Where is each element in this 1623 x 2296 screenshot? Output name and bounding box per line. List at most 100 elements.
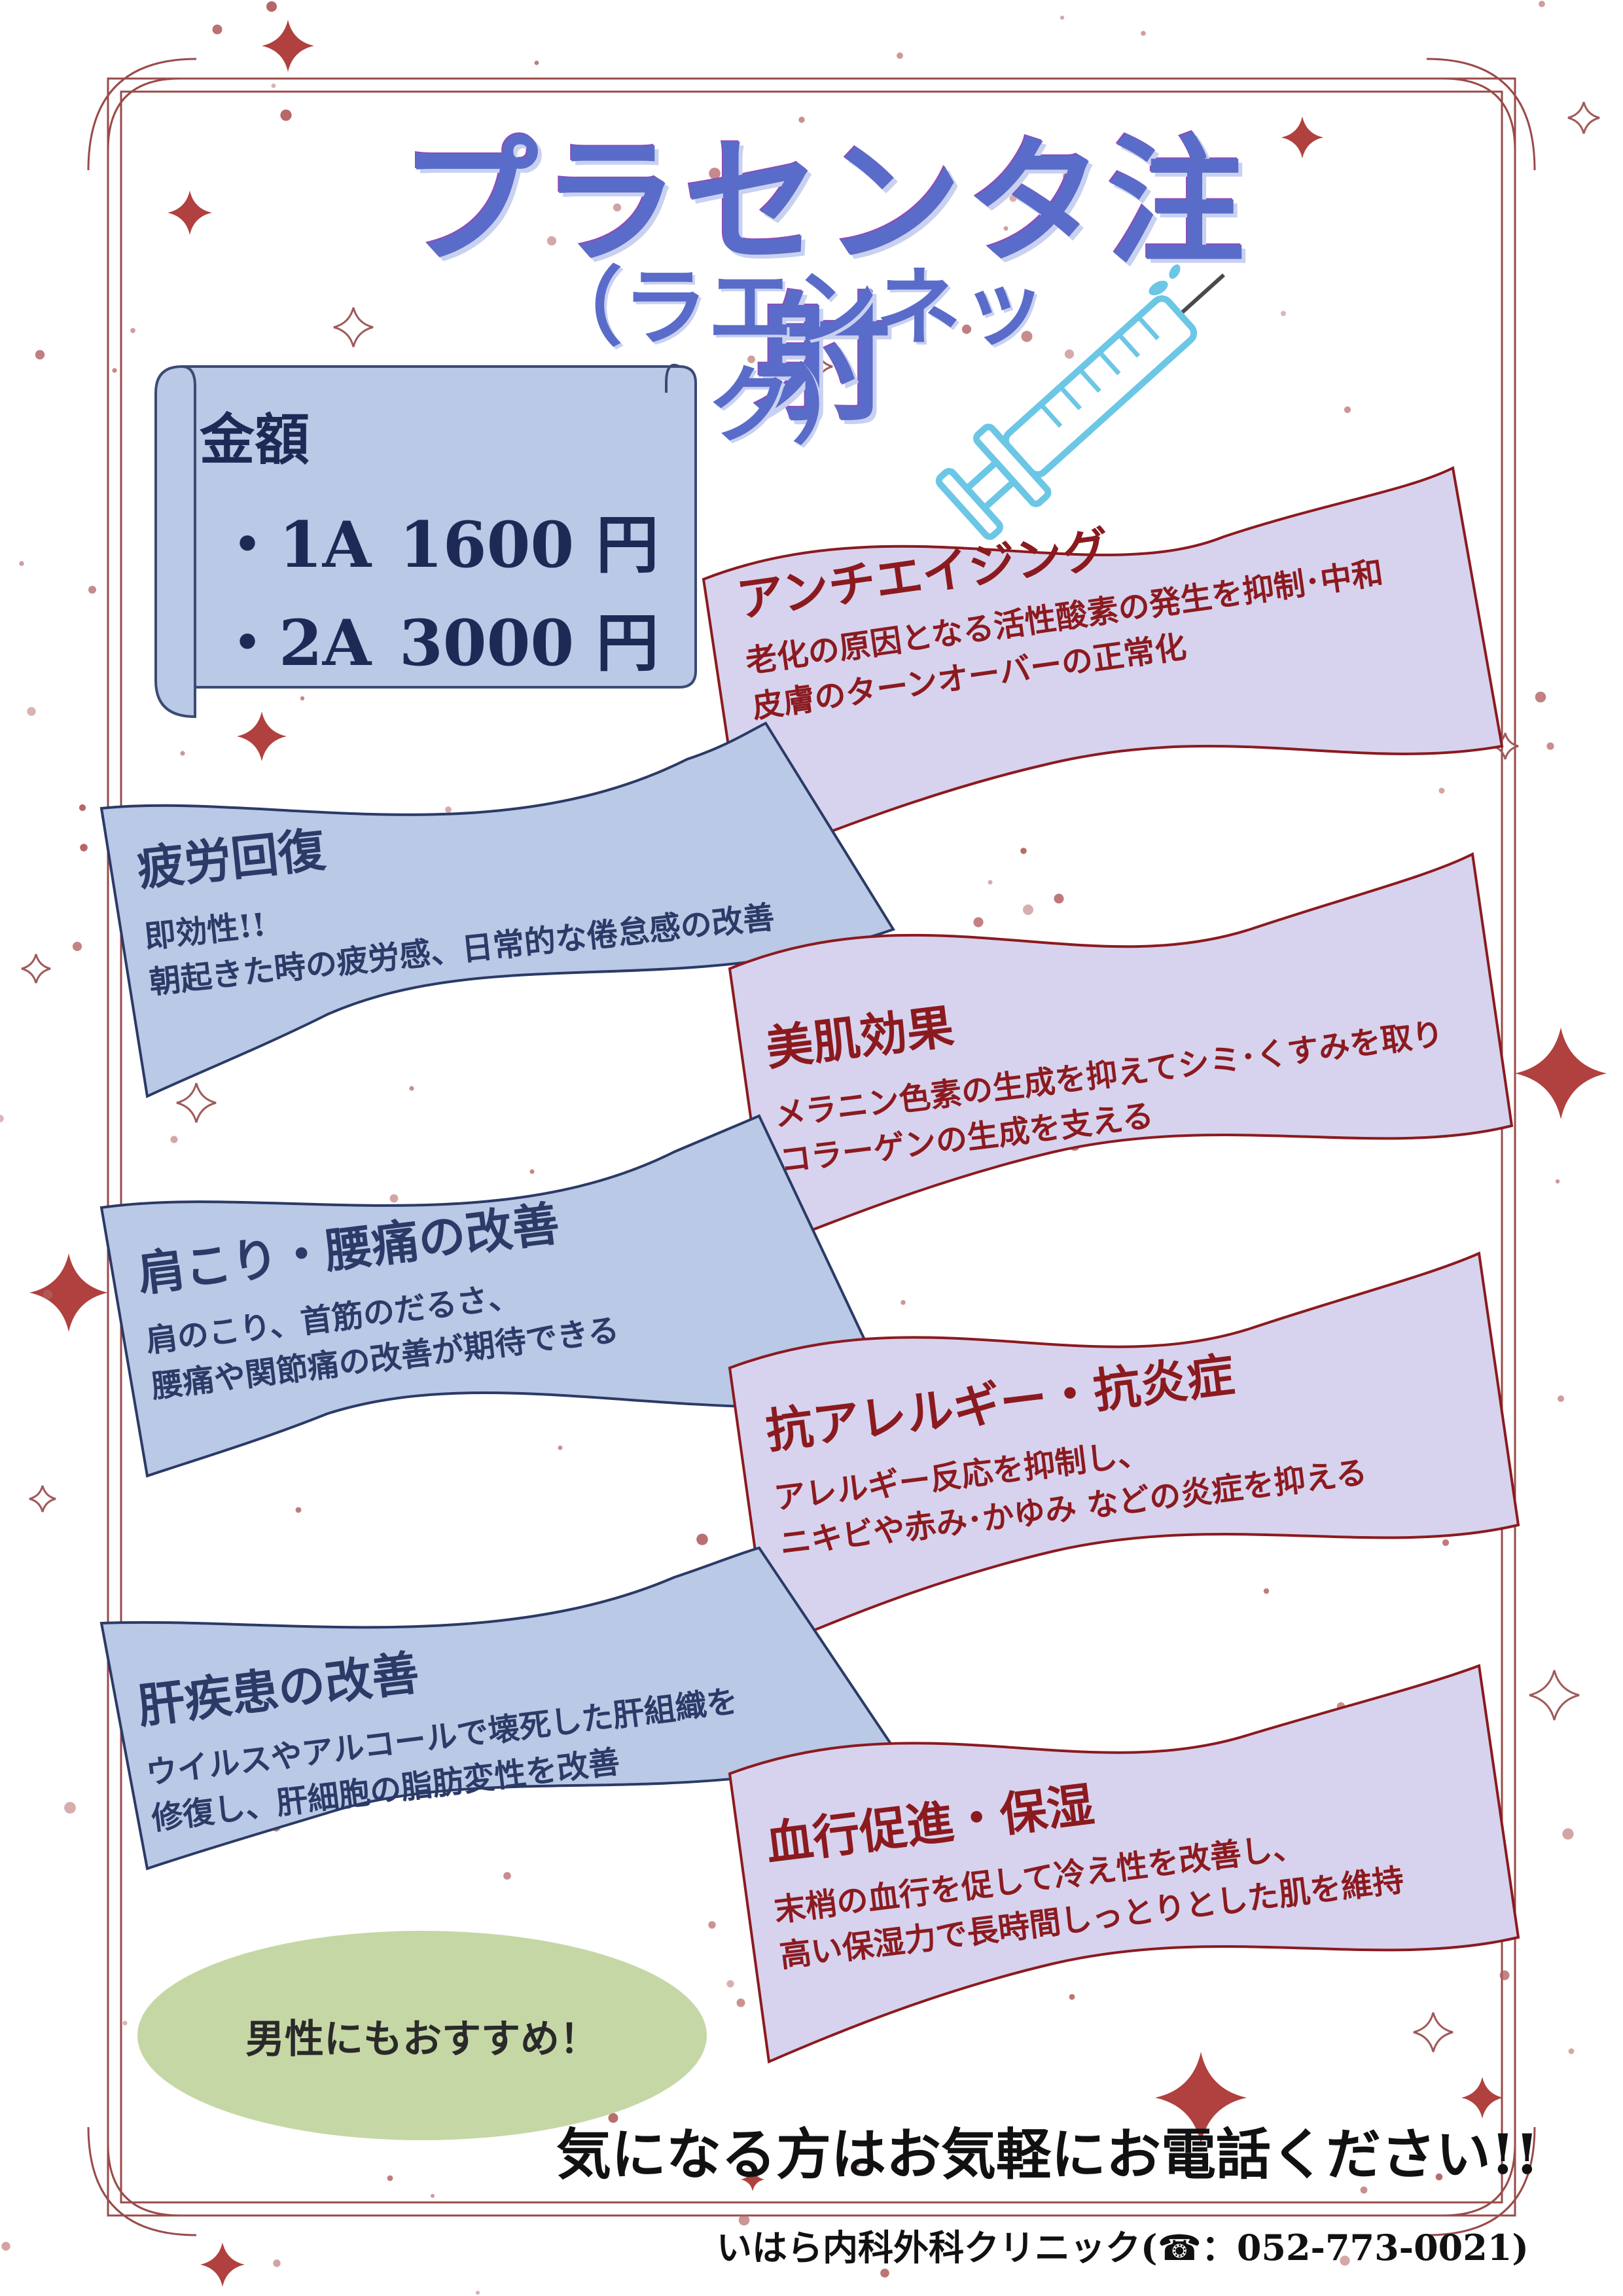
phone-colon: ： bbox=[1201, 2227, 1237, 2269]
banner-shape bbox=[728, 1664, 1520, 2064]
decor-dot bbox=[613, 203, 622, 212]
sparkle-star-outline bbox=[29, 1485, 56, 1513]
decor-dot bbox=[988, 880, 993, 885]
outline-sparkle-stars bbox=[21, 101, 1600, 2053]
decor-dot bbox=[897, 52, 903, 59]
decor-dot bbox=[1064, 349, 1075, 359]
price-heading: 金額 bbox=[200, 407, 310, 472]
decor-dot bbox=[180, 751, 185, 756]
decor-dot bbox=[880, 2269, 889, 2278]
decor-dot bbox=[1499, 1970, 1510, 1981]
price-item-label: ・1A bbox=[216, 508, 372, 582]
price-item-value: 1600 円 bbox=[399, 508, 659, 582]
decor-dot bbox=[475, 2290, 480, 2295]
sparkle-star-outline bbox=[1567, 101, 1600, 134]
decor-dot bbox=[300, 696, 305, 701]
decor-dot bbox=[1063, 172, 1071, 180]
decor-dot bbox=[79, 804, 86, 812]
benefit-banner-circulation: 血行促進・保湿 末梢の血行を促して冷え性を改善し、 高い保湿力で長時間しっとりと… bbox=[726, 1662, 1522, 2068]
decor-dot bbox=[295, 1507, 302, 1513]
decor-dot bbox=[273, 2259, 281, 2267]
decor-dot bbox=[726, 1980, 734, 1988]
decor-dot bbox=[546, 236, 557, 246]
sparkle-star bbox=[168, 190, 212, 235]
price-item-value: 3000 円 bbox=[399, 606, 659, 680]
decor-dot bbox=[1568, 2048, 1575, 2054]
decor-dot bbox=[1435, 2173, 1443, 2181]
phone-icon: ☎ bbox=[1157, 2227, 1202, 2269]
decor-dot bbox=[1141, 31, 1146, 36]
decor-dot bbox=[72, 941, 82, 952]
decor-dot bbox=[1003, 226, 1008, 231]
sparkle-star-outline bbox=[21, 954, 51, 984]
sparkle-star bbox=[1461, 2077, 1503, 2119]
decor-dot bbox=[1344, 406, 1351, 414]
decor-dot bbox=[608, 2113, 618, 2123]
syringe-icon bbox=[935, 273, 1226, 540]
banner-shape bbox=[728, 1251, 1520, 1651]
sparkle-star bbox=[200, 2242, 245, 2287]
decor-dot bbox=[1438, 787, 1445, 794]
decor-dot bbox=[558, 1445, 563, 1450]
decor-dot bbox=[266, 1, 277, 12]
clinic-info: いはら内科外科クリニック(☎：052-773-0021) bbox=[717, 2219, 1567, 2270]
decor-dot bbox=[503, 1872, 511, 1880]
decor-dot bbox=[445, 806, 452, 813]
decor-dot bbox=[696, 1534, 708, 1545]
decor-dot bbox=[709, 168, 721, 179]
sparkle-star-outline bbox=[1413, 2012, 1454, 2053]
sparkle-star bbox=[237, 711, 287, 761]
decor-dot bbox=[19, 561, 24, 566]
decor-dot bbox=[1555, 1179, 1560, 1184]
decor-dot bbox=[280, 109, 292, 121]
sparkle-star-outline bbox=[803, 351, 833, 382]
decor-dot bbox=[747, 355, 755, 363]
decor-dot bbox=[798, 117, 805, 123]
decor-dot bbox=[708, 1921, 716, 1929]
price-scroll-banner bbox=[154, 363, 697, 719]
decor-dot bbox=[961, 324, 972, 334]
ornamental-frame bbox=[87, 58, 1536, 2236]
clinic-name: いはら内科外科クリニック bbox=[717, 2227, 1141, 2269]
sparkle-star-outline bbox=[176, 1083, 217, 1123]
phone-number[interactable]: 052-773-0021 bbox=[1236, 2227, 1512, 2269]
decor-dot bbox=[901, 1300, 906, 1305]
decor-dot bbox=[1009, 194, 1017, 202]
decor-dot bbox=[431, 2194, 435, 2198]
price-item-1a: ・1A 1600 円 bbox=[216, 494, 659, 585]
sparkle-star bbox=[29, 1253, 108, 1332]
decor-dot bbox=[1069, 1994, 1075, 2000]
decor-dot bbox=[736, 1998, 745, 2007]
decor-dot bbox=[738, 2214, 750, 2226]
sparkle-star bbox=[1515, 1028, 1607, 1119]
banner-shape bbox=[728, 852, 1514, 1249]
decor-dot bbox=[1263, 1588, 1270, 1594]
decor-dot bbox=[1558, 1395, 1564, 1402]
recommend-oval: 男性にもおすすめ！ bbox=[137, 1931, 707, 2140]
recommend-text: 男性にもおすすめ！ bbox=[245, 2016, 599, 2062]
decor-dot bbox=[1021, 331, 1033, 342]
sparkle-star bbox=[741, 2168, 764, 2191]
decor-dot bbox=[80, 844, 88, 852]
decor-dot bbox=[409, 1086, 414, 1091]
page-title: プラセンタ注射 bbox=[400, 122, 1249, 440]
sparkle-star-outline bbox=[1529, 1670, 1580, 1721]
decor-dot bbox=[27, 707, 36, 716]
decor-dot bbox=[212, 24, 223, 35]
decor-dot bbox=[170, 1136, 178, 1143]
benefit-banner-anti-aging: アンチエイジング 老化の原因となる活性酸素の発生を抑制･中和 皮膚のターンオーバ… bbox=[700, 465, 1505, 870]
decor-dot bbox=[88, 586, 96, 594]
droplet-icon bbox=[1149, 264, 1181, 296]
decor-dot bbox=[1020, 848, 1027, 854]
decor-dot bbox=[112, 368, 117, 373]
decor-dot bbox=[1054, 893, 1064, 904]
phone-close-paren: ) bbox=[1512, 2227, 1529, 2269]
decor-dot bbox=[387, 2175, 393, 2181]
decor-dot bbox=[855, 2162, 860, 2168]
decor-dot bbox=[1023, 905, 1033, 915]
decor-dot bbox=[1562, 1828, 1574, 1840]
decor-dot bbox=[1060, 15, 1065, 20]
decor-dot bbox=[1546, 742, 1554, 750]
decor-dot bbox=[1281, 311, 1286, 316]
decor-dot bbox=[35, 350, 45, 360]
